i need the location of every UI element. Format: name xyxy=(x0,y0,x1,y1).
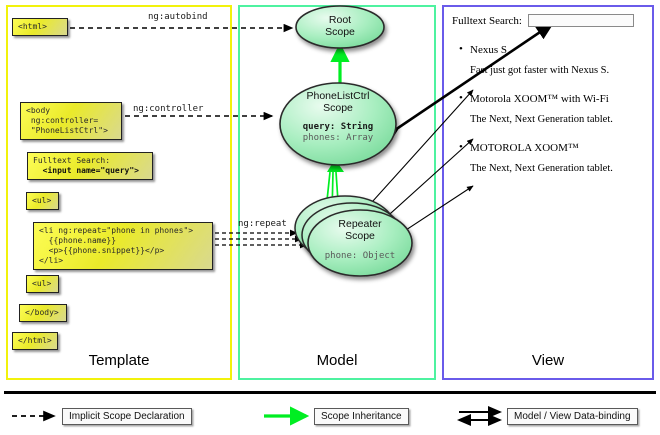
code-box-ul-open: <ul> xyxy=(26,192,59,210)
legend-divider xyxy=(4,391,656,394)
edge-label-autobind: ng:autobind xyxy=(148,12,208,22)
legend-item-model-view-data-binding: Model / View Data-binding xyxy=(455,405,638,427)
phone-snippet: Fast just got faster with Nexus S. xyxy=(470,65,610,76)
legend-item-scope-inheritance: Scope Inheritance xyxy=(262,405,409,427)
code-box-body-close: </body> xyxy=(19,304,67,322)
panel-label-view: View xyxy=(531,352,565,369)
edge-label-repeat: ng:repeat xyxy=(238,219,287,229)
double-arrow-icon xyxy=(457,406,502,426)
phone-name: Motorola XOOM™ with Wi-Fi xyxy=(452,92,646,105)
legend-label-model-view-data-binding: Model / View Data-binding xyxy=(507,407,638,425)
code-box-fulltext-search: Fulltext Search: <input name="query"> xyxy=(27,152,153,180)
phone-name: Nexus S xyxy=(452,43,646,56)
panel-label-model: Model xyxy=(316,352,358,369)
code-search-input: <input name="query"> xyxy=(33,166,139,175)
code-box-body: <body ng:controller= "PhoneListCtrl"> xyxy=(20,102,122,140)
code-box-html-open: <html> xyxy=(12,18,68,36)
legend-label-scope-inheritance: Scope Inheritance xyxy=(314,407,409,425)
list-item[interactable]: Nexus S Fast just got faster with Nexus … xyxy=(452,43,646,76)
code-box-html-close: </html> xyxy=(12,332,58,350)
view-content: Fulltext Search: Nexus S Fast just got f… xyxy=(452,14,646,174)
panel-label-template: Template xyxy=(88,352,150,369)
code-search-label: Fulltext Search: xyxy=(33,156,111,165)
code-box-li-repeat: <li ng:repeat="phone in phones"> {{phone… xyxy=(33,222,213,270)
edge-label-controller: ng:controller xyxy=(133,104,204,114)
phone-snippet: The Next, Next Generation tablet. xyxy=(470,114,613,125)
model-panel xyxy=(238,5,436,380)
dashed-arrow-icon xyxy=(12,410,56,422)
code-box-ul-close: <ul> xyxy=(26,275,59,293)
search-input[interactable] xyxy=(527,14,634,27)
view-search-row: Fulltext Search: xyxy=(452,14,646,27)
legend-label-implicit-scope-declaration: Implicit Scope Declaration xyxy=(62,407,192,425)
view-search-label: Fulltext Search: xyxy=(452,14,522,27)
legend-item-implicit-scope-declaration: Implicit Scope Declaration xyxy=(10,405,192,427)
list-item[interactable]: Motorola XOOM™ with Wi-Fi The Next, Next… xyxy=(452,92,646,125)
phone-name: MOTOROLA XOOM™ xyxy=(452,141,646,154)
phone-snippet: The Next, Next Generation tablet. xyxy=(470,163,613,174)
solid-green-arrow-icon xyxy=(264,406,310,426)
list-item[interactable]: MOTOROLA XOOM™ The Next, Next Generation… xyxy=(452,141,646,174)
phone-list: Nexus S Fast just got faster with Nexus … xyxy=(452,43,646,174)
